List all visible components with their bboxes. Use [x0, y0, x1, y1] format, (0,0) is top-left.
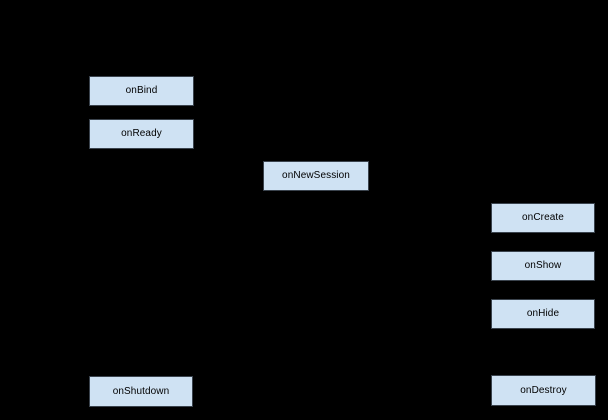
node-onshow: onShow: [491, 251, 595, 281]
node-onnewsession: onNewSession: [263, 161, 369, 191]
node-oncreate: onCreate: [491, 203, 595, 233]
node-onready: onReady: [89, 119, 194, 149]
node-onbind: onBind: [89, 76, 194, 106]
node-onshutdown: onShutdown: [89, 376, 193, 407]
node-ondestroy: onDestroy: [491, 375, 596, 406]
node-onhide: onHide: [491, 299, 595, 329]
